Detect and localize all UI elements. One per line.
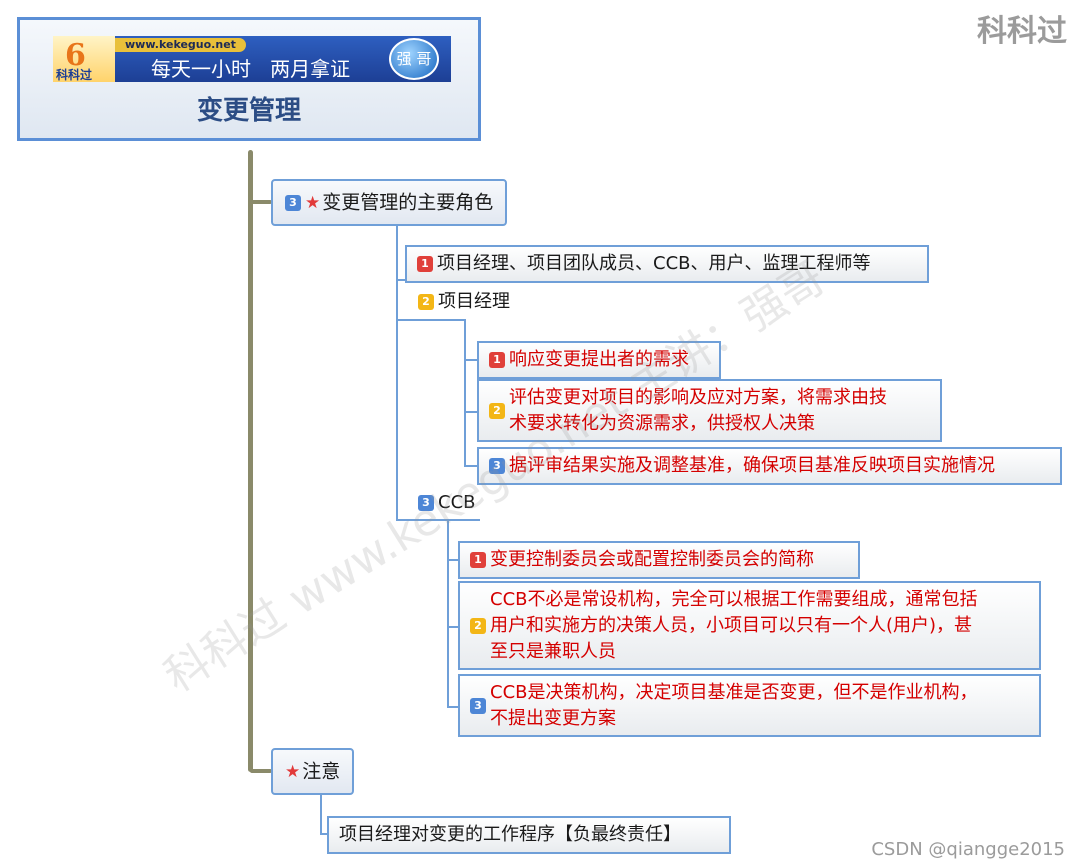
priority-2-badge: 2	[470, 617, 486, 634]
connector	[464, 465, 478, 467]
priority-2-badge: 2	[418, 294, 434, 310]
connector	[464, 411, 478, 413]
banner-slogan: 每天一小时 两月拿证	[151, 57, 351, 81]
priority-2-badge: 2	[489, 402, 505, 419]
footer-watermark: CSDN @qiangge2015	[871, 839, 1065, 860]
item-text-line: CCB不必是常设机构，完全可以根据工作需要组成，通常包括	[490, 589, 978, 610]
trunk-to-roles	[250, 200, 272, 204]
banner-url: www.kekeguo.net	[115, 38, 246, 52]
item-text: 响应变更提出者的需求	[509, 349, 689, 370]
root-node[interactable]: 6 科科过 www.kekeguo.net 每天一小时 两月拿证 强 哥 变更管…	[17, 17, 481, 141]
logo-brand: 科科过	[56, 68, 93, 82]
note-text: 项目经理对变更的工作程序【负最终责任】	[339, 824, 681, 845]
logo-glyph: 6	[65, 38, 86, 73]
root-title: 变更管理	[196, 96, 301, 126]
star-icon: ★	[305, 192, 321, 213]
priority-1-badge: 1	[489, 352, 505, 368]
priority-3-badge: 3	[470, 697, 486, 714]
connector	[396, 319, 466, 321]
connector	[396, 519, 480, 521]
item-text: 据评审结果实施及调整基准，确保项目基准反映项目实施情况	[509, 455, 995, 476]
note-child[interactable]: 项目经理对变更的工作程序【负最终责任】	[327, 816, 731, 854]
priority-1-badge: 1	[417, 256, 433, 272]
root-banner: 6 科科过 www.kekeguo.net 每天一小时 两月拿证 强 哥	[53, 36, 451, 82]
topic-label: 变更管理的主要角色	[322, 191, 494, 214]
connector	[464, 320, 466, 466]
item-text-line: 评估变更对项目的影响及应对方案，将需求由技	[509, 387, 887, 408]
ccb-item-2[interactable]: 2 CCB不必是常设机构，完全可以根据工作需要组成，通常包括 用户和实施方的决策…	[458, 581, 1041, 670]
pm-item-2[interactable]: 2 评估变更对项目的影响及应对方案，将需求由技 术要求转化为资源需求，供授权人决…	[477, 379, 942, 442]
item-text-line: 术要求转化为资源需求，供授权人决策	[509, 413, 815, 434]
main-trunk	[248, 150, 253, 772]
priority-3-badge: 3	[418, 495, 434, 511]
connector	[396, 224, 398, 520]
topic-label: 项目经理、项目团队成员、CCB、用户、监理工程师等	[437, 253, 871, 274]
connector	[447, 626, 459, 628]
trunk-to-note	[250, 769, 272, 773]
connector	[447, 706, 459, 708]
connector	[447, 520, 449, 708]
ccb-item-3[interactable]: 3 CCB是决策机构，决定项目基准是否变更，但不是作业机构， 不提出变更方案	[458, 674, 1041, 737]
item-text-line: 用户和实施方的决策人员，小项目可以只有一个人(用户)，甚	[490, 615, 973, 636]
priority-3-badge: 3	[285, 194, 301, 211]
connector	[320, 833, 328, 835]
connector	[447, 559, 459, 561]
item-text-line: CCB是决策机构，决定项目基准是否变更，但不是作业机构，	[490, 682, 978, 703]
item-text-line: 至只是兼职人员	[490, 641, 616, 662]
item-text: 变更控制委员会或配置控制委员会的简称	[490, 549, 814, 570]
topic-label: 项目经理	[438, 291, 510, 312]
priority-1-badge: 1	[470, 552, 486, 568]
corner-watermark: 科科过	[977, 14, 1067, 49]
teacher-badge: 强 哥	[389, 38, 439, 80]
connector	[464, 359, 478, 361]
logo: 6 科科过	[53, 36, 115, 82]
topic-label: 注意	[302, 760, 341, 783]
topic-label: CCB	[438, 492, 476, 513]
connector	[320, 793, 322, 835]
star-icon: ★	[285, 761, 301, 782]
item-text-line: 不提出变更方案	[490, 708, 616, 729]
topic-main-note[interactable]: ★注意	[271, 748, 355, 795]
topic-main-roles[interactable]: 3★变更管理的主要角色	[271, 179, 508, 226]
priority-3-badge: 3	[489, 458, 505, 474]
connector	[396, 279, 406, 281]
